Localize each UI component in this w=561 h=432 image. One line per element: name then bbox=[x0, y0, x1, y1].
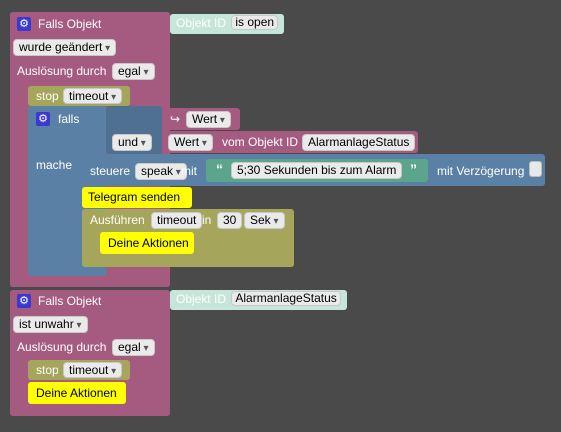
trigger-dropdown-2[interactable]: ist unwahr bbox=[13, 316, 88, 333]
action-block-1[interactable]: Deine Aktionen bbox=[100, 232, 194, 254]
object-id-label: Objekt ID bbox=[176, 16, 227, 30]
stop-timeout-dropdown[interactable]: timeout bbox=[63, 88, 123, 104]
action-label-2: Deine Aktionen bbox=[36, 386, 117, 400]
vom-objekt-label: vom Objekt ID bbox=[222, 135, 299, 149]
event-block-1-footer bbox=[10, 275, 170, 287]
ausfuehren-label: Ausführen bbox=[90, 213, 145, 227]
telegram-block[interactable]: Telegram senden bbox=[82, 187, 192, 208]
delay-checkbox[interactable] bbox=[529, 161, 542, 177]
trigger-dropdown[interactable]: wurde geändert bbox=[13, 39, 117, 56]
stop-label: stop bbox=[36, 89, 59, 103]
timeout-inner bbox=[82, 230, 98, 260]
timeout-footer bbox=[82, 258, 294, 267]
gear-icon[interactable]: ⚙ bbox=[36, 112, 50, 126]
und-dropdown[interactable]: und bbox=[112, 134, 152, 151]
stop-timeout-dropdown-2[interactable]: timeout bbox=[63, 362, 123, 378]
event2-title: Falls Objekt bbox=[38, 294, 102, 308]
object-id-value-2[interactable]: AlarmanlageStatus bbox=[231, 291, 341, 306]
delay-label: mit Verzögerung bbox=[437, 164, 525, 178]
wert2-dropdown[interactable]: Wert bbox=[168, 134, 213, 151]
ausloesung-label-2: Auslösung durch bbox=[17, 340, 107, 354]
quote-close-icon: ” bbox=[410, 161, 417, 177]
mit-label: mit bbox=[181, 164, 197, 178]
wert-dropdown[interactable]: Wert bbox=[186, 111, 231, 128]
event-title: Falls Objekt bbox=[38, 17, 102, 31]
action-label-1: Deine Aktionen bbox=[108, 236, 189, 250]
mache-label: mache bbox=[36, 158, 73, 172]
target-dropdown[interactable]: speak bbox=[135, 163, 187, 180]
action-block-2[interactable]: Deine Aktionen bbox=[28, 382, 126, 404]
arrow-icon: ↪ bbox=[170, 112, 181, 126]
stop-label-2: stop bbox=[36, 363, 59, 377]
quote-open-icon: “ bbox=[216, 161, 223, 177]
text-field[interactable]: 5;30 Sekunden bis zum Alarm bbox=[231, 162, 403, 179]
ausloesung-dropdown-2[interactable]: egal bbox=[112, 339, 155, 356]
gear-icon[interactable]: ⚙ bbox=[17, 294, 31, 308]
gear-icon[interactable]: ⚙ bbox=[17, 17, 31, 31]
object-id-label-2: Objekt ID bbox=[176, 292, 227, 306]
event-block-1-spine bbox=[10, 88, 28, 287]
in-label: in bbox=[202, 213, 212, 227]
unit-dropdown[interactable]: Sek bbox=[244, 212, 285, 229]
steuere-label: steuere bbox=[90, 164, 131, 178]
falls-label: falls bbox=[58, 112, 80, 126]
object-id-block[interactable]: Objekt ID is open bbox=[170, 14, 284, 34]
telegram-label: Telegram senden bbox=[88, 190, 181, 204]
timeout-field[interactable]: timeout bbox=[151, 212, 203, 229]
object-id-block-2[interactable]: Objekt ID AlarmanlageStatus bbox=[170, 290, 347, 310]
objekt-id-field[interactable]: AlarmanlageStatus bbox=[302, 134, 416, 151]
ausloesung-dropdown[interactable]: egal bbox=[112, 63, 155, 80]
ausloesung-label: Auslösung durch bbox=[17, 64, 107, 78]
amount-field[interactable]: 30 bbox=[217, 212, 243, 229]
object-id-value[interactable]: is open bbox=[231, 15, 279, 30]
